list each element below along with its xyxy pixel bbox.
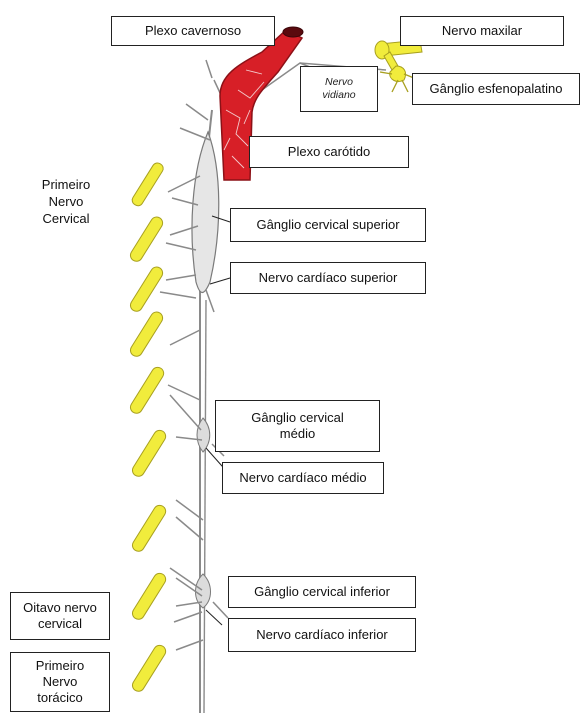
nerve-root-2 bbox=[128, 215, 165, 264]
nerve-root-6 bbox=[130, 428, 168, 478]
label-oitavo-nervo-cervical: Oitavo nervo cervical bbox=[10, 592, 110, 640]
middle-cervical-ganglion bbox=[197, 418, 210, 452]
label-nervo-vidiano: Nervo vidiano bbox=[300, 66, 378, 112]
label-ganglio-esfenopalatino: Gânglio esfenopalatino bbox=[412, 73, 580, 105]
label-nervo-cardiaco-medio: Nervo cardíaco médio bbox=[222, 462, 384, 494]
label-ganglio-cervical-superior: Gânglio cervical superior bbox=[230, 208, 426, 242]
nerve-root-8 bbox=[130, 571, 168, 621]
nerve-root-9 bbox=[130, 643, 168, 693]
superior-cervical-ganglion bbox=[192, 132, 219, 293]
spinal-nerve-roots bbox=[128, 161, 168, 693]
nerve-root-5 bbox=[128, 365, 166, 415]
label-nervo-cardiaco-inferior: Nervo cardíaco inferior bbox=[228, 618, 416, 652]
nerve-root-3 bbox=[128, 265, 165, 314]
label-primeiro-nervo-toracico: Primeiro Nervo torácico bbox=[10, 652, 110, 712]
label-nervo-cardiaco-superior: Nervo cardíaco superior bbox=[230, 262, 426, 294]
nerve-root-1 bbox=[130, 161, 165, 208]
label-nervo-maxilar: Nervo maxilar bbox=[400, 16, 564, 46]
label-primeiro-nervo-cervical: Primeiro Nervo Cervical bbox=[32, 176, 100, 236]
nerve-root-4 bbox=[128, 310, 165, 359]
label-plexo-cavernoso: Plexo cavernoso bbox=[111, 16, 275, 46]
label-ganglio-cervical-inferior: Gânglio cervical inferior bbox=[228, 576, 416, 608]
label-plexo-carotido: Plexo carótido bbox=[249, 136, 409, 168]
label-ganglio-cervical-medio: Gânglio cervical médio bbox=[215, 400, 380, 452]
nerve-root-7 bbox=[130, 503, 168, 553]
